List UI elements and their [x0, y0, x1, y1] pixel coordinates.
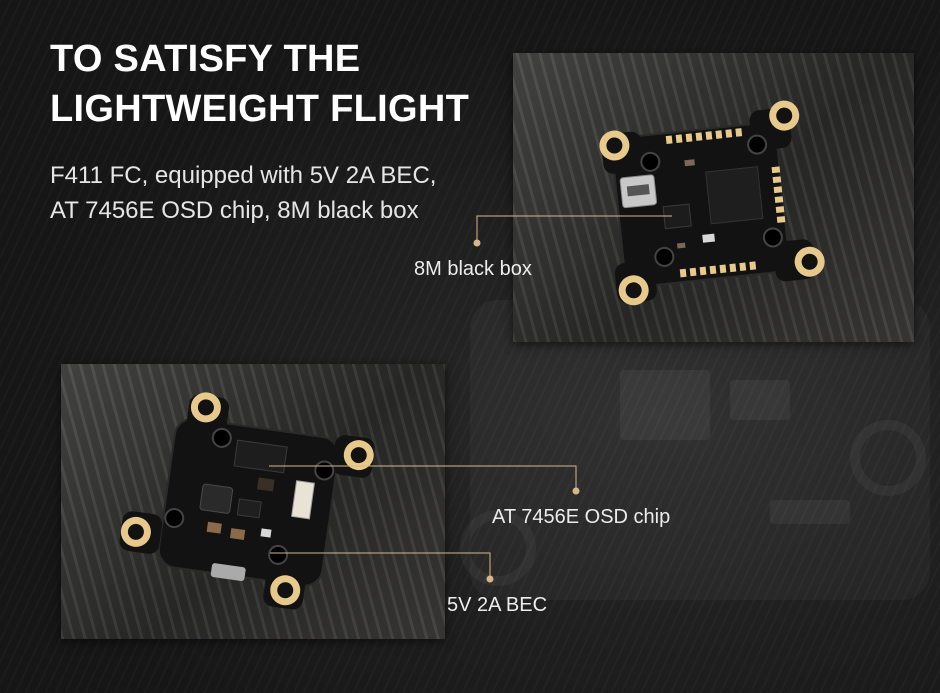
description-line-1: F411 FC, equipped with 5V 2A BEC, [50, 162, 437, 189]
product-photo-top [513, 53, 914, 342]
flight-controller-top-image [599, 100, 825, 306]
product-photo-bottom [61, 364, 445, 639]
annotation-bec: 5V 2A BEC [447, 594, 548, 616]
flight-controller-bottom-image [119, 392, 375, 610]
callout-line-osd-chip [269, 465, 577, 490]
callout-dot-black-box [473, 239, 481, 247]
annotation-osd-chip: AT 7456E OSD chip [492, 506, 671, 528]
feature-description: F411 FC, equipped with 5V 2A BEC, AT 745… [50, 158, 436, 228]
title-line-1: TO SATISFY THE [50, 38, 361, 80]
annotation-black-box: 8M black box [414, 258, 532, 280]
background-board-silhouette [460, 300, 930, 600]
callout-line-bec [270, 552, 491, 578]
callout-line-black-box [476, 215, 672, 242]
page-title: TO SATISFY THE LIGHTWEIGHT FLIGHT [50, 34, 469, 134]
description-line-2: AT 7456E OSD chip, 8M black box [50, 197, 419, 224]
title-line-2: LIGHTWEIGHT FLIGHT [50, 88, 470, 130]
callout-dot-bec [486, 575, 494, 583]
callout-dot-osd-chip [572, 487, 580, 495]
